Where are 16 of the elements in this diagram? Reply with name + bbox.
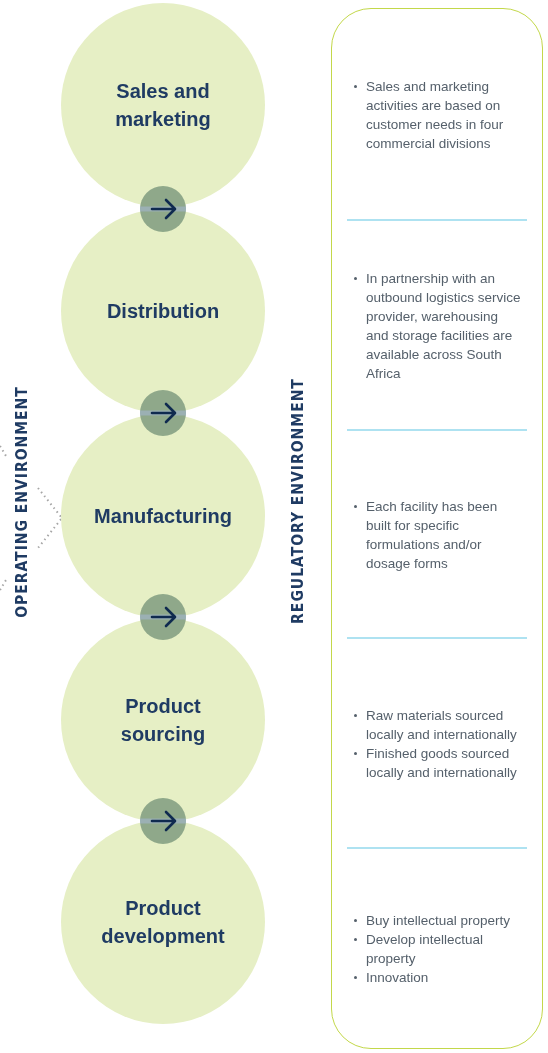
vertical-label: REGULATORY ENVIRONMENT xyxy=(289,378,307,624)
bullet-item: Sales and marketing activities are based on customer needs in four commercial divisions xyxy=(352,77,522,153)
details-panel xyxy=(331,8,543,1049)
bullet-item: Buy intellectual property xyxy=(352,911,522,930)
stage-label: Distribution xyxy=(105,299,221,324)
vertical-label: OPERATING ENVIRONMENT xyxy=(13,386,31,618)
bullet-item: Innovation xyxy=(352,968,522,987)
stage-label: Manufacturing xyxy=(93,504,233,529)
bullet-item: Finished goods sourced locally and internationally xyxy=(352,744,522,782)
stage-label: Sales and marketing xyxy=(114,79,212,132)
bullet-item: Each facility has been built for specific formulations and/or dosage forms xyxy=(352,497,522,573)
bullet-item: Raw materials sourced locally and internationally xyxy=(352,706,522,744)
stage-label: Product sourcing xyxy=(119,694,207,747)
stage-label: Product development xyxy=(100,896,226,949)
bullet-item: Develop intellectual property xyxy=(352,930,522,968)
bullet-item: In partnership with an outbound logistics service provider, warehousing and storage facilities are available across South Africa xyxy=(352,269,522,383)
